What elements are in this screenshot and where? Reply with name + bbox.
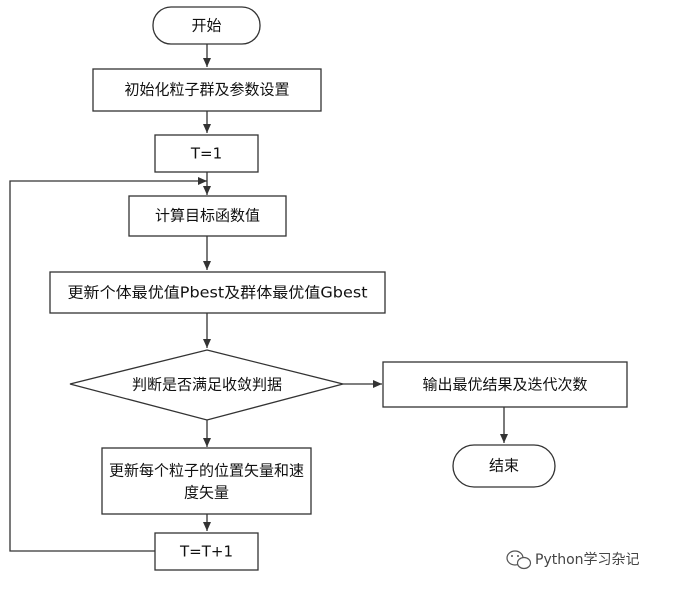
watermark-text: Python学习杂记 xyxy=(535,552,640,568)
node-update-particles-label-line1: 更新每个粒子的位置矢量和速 xyxy=(109,462,304,480)
node-update-best-label: 更新个体最优值Pbest及群体最优值Gbest xyxy=(68,284,368,302)
node-t-increment: T=T+1 xyxy=(154,532,259,571)
node-update-best: 更新个体最优值Pbest及群体最优值Gbest xyxy=(49,271,386,314)
edge-loop-back xyxy=(9,177,207,552)
wechat-icon xyxy=(506,550,532,570)
node-t-init-label: T=1 xyxy=(190,145,222,163)
node-update-particles: 更新每个粒子的位置矢量和速 度矢量 xyxy=(101,447,312,515)
node-init-label: 初始化粒子群及参数设置 xyxy=(124,81,289,99)
node-update-particles-label-line2: 度矢量 xyxy=(184,484,229,502)
node-end: 结束 xyxy=(452,444,556,488)
node-init: 初始化粒子群及参数设置 xyxy=(92,68,322,112)
node-start-label: 开始 xyxy=(191,17,221,35)
node-t-increment-label: T=T+1 xyxy=(179,543,233,561)
edges xyxy=(9,44,508,552)
node-output: 输出最优结果及迭代次数 xyxy=(382,361,628,408)
node-decision: 判断是否满足收敛判据 xyxy=(69,349,344,421)
node-decision-label: 判断是否满足收敛判据 xyxy=(132,376,282,394)
node-output-label: 输出最优结果及迭代次数 xyxy=(422,376,587,394)
node-t-init: T=1 xyxy=(154,134,259,173)
node-start: 开始 xyxy=(152,6,261,45)
watermark: Python学习杂记 xyxy=(506,550,640,570)
node-compute: 计算目标函数值 xyxy=(128,195,287,237)
node-compute-label: 计算目标函数值 xyxy=(155,207,260,225)
node-end-label: 结束 xyxy=(489,457,519,475)
